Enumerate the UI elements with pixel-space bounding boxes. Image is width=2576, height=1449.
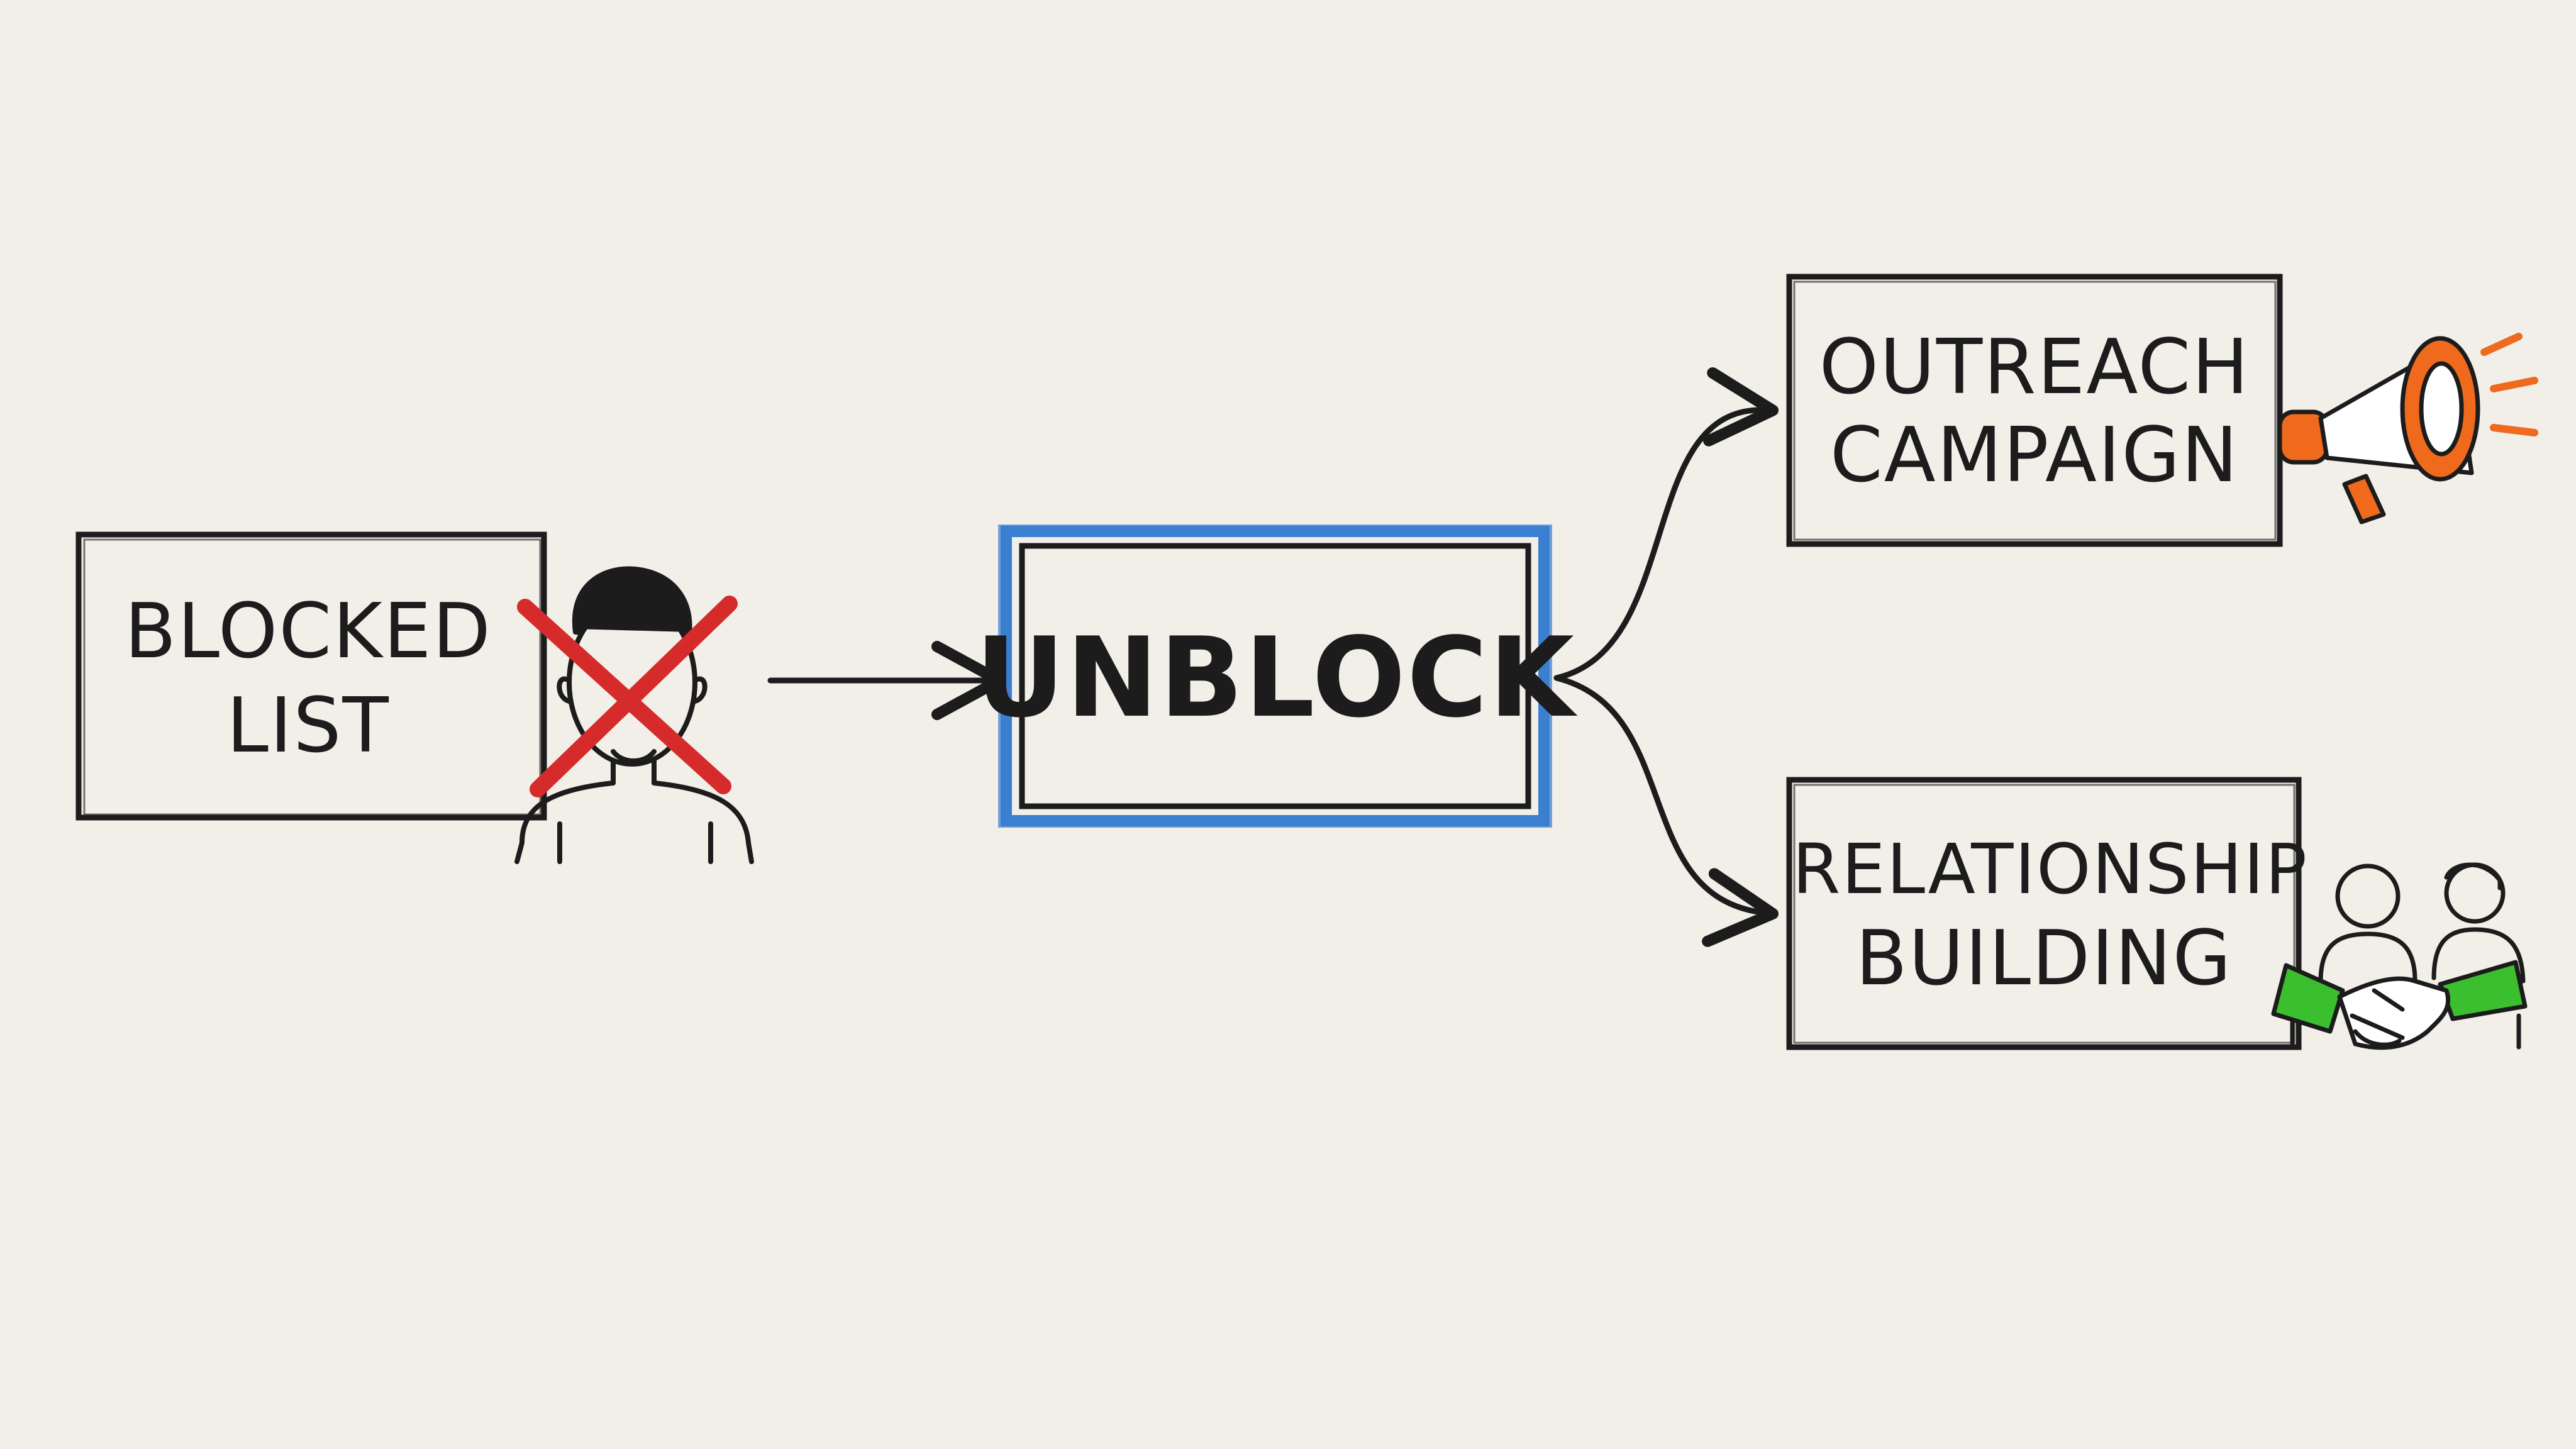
unblock-label: UNBLOCK	[975, 614, 1577, 742]
outreach-line1: OUTREACH	[1819, 324, 2250, 411]
outreach-campaign-node: OUTREACH CAMPAIGN	[1786, 274, 2283, 547]
relationship-line1: RELATIONSHIP	[1792, 829, 2308, 909]
outreach-line2: CAMPAIGN	[1830, 412, 2239, 499]
unblock-node: UNBLOCK	[975, 525, 1577, 828]
arrow-to-relationship	[1553, 675, 1779, 947]
megaphone-icon	[2277, 333, 2538, 525]
blocked-list-line1: BLOCKED	[125, 588, 492, 675]
crossed-out-person-icon	[514, 566, 754, 864]
blocked-list-line2: LIST	[226, 682, 390, 770]
handshake-people-icon	[2271, 862, 2528, 1050]
arrow-to-outreach	[1553, 367, 1779, 681]
relationship-line2: BUILDING	[1856, 915, 2233, 1002]
blocked-list-node: BLOCKED LIST	[75, 531, 547, 821]
relationship-building-node: RELATIONSHIP BUILDING	[1786, 777, 2308, 1050]
